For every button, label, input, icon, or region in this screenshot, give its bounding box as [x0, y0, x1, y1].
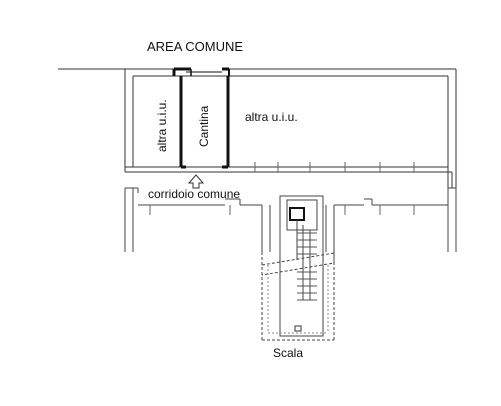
- corridoio-comune-label: corridoio comune: [148, 187, 240, 201]
- upper-block-walls: [58, 68, 457, 188]
- access-arrow-icon: [187, 174, 205, 189]
- cantina-label: Cantina: [197, 105, 211, 147]
- altra-uiu-right-label: altra u.i.u.: [245, 110, 298, 124]
- area-comune-label: AREA COMUNE: [147, 39, 243, 54]
- lower-wall-ticks: [149, 205, 415, 215]
- scala-label: Scala: [273, 346, 303, 360]
- altra-uiu-left-label: altra u.i.u.: [155, 99, 169, 152]
- wall-ticks: [254, 162, 415, 172]
- cantina-room-walls: [172, 67, 230, 169]
- lower-block-walls: [124, 187, 457, 252]
- staircase: [261, 195, 335, 341]
